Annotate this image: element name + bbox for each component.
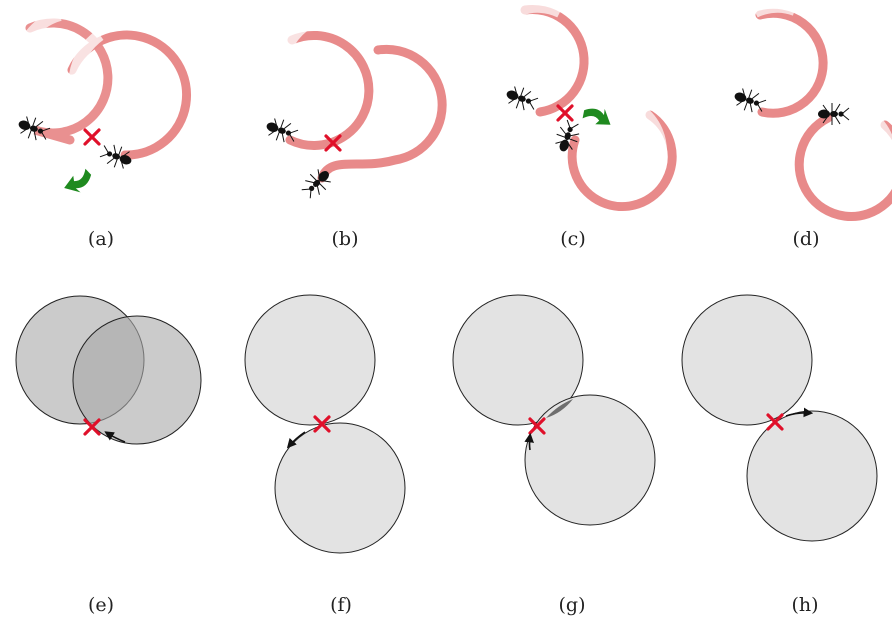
panel-f [244,294,406,554]
panel-label-b: (b) [332,228,359,250]
direction-arrow-icon [286,431,306,449]
disk [746,410,878,542]
rotate-arrow-icon [580,101,616,131]
disk [452,294,584,426]
cross-mark-icon [83,128,101,146]
panel-g [452,294,656,526]
ant-trail [285,30,374,150]
panel-a [14,9,192,199]
direction-arrow-icon [785,407,814,418]
cross-mark-icon [556,104,574,122]
ant-icon [502,82,541,115]
direction-arrow-icon [104,431,126,443]
panel-label-a: (a) [88,228,114,250]
panel-b [262,16,447,203]
disk [274,422,406,554]
ant-trail [25,18,113,145]
direction-arrow-icon [524,432,534,451]
ant-trail [794,113,892,221]
panel-label-c: (c) [560,228,585,250]
ant-trail [520,4,589,117]
rotate-arrow-icon [61,167,97,199]
panel-d [730,0,892,221]
panel-label-f: (f) [330,594,352,616]
disk [244,294,376,426]
panel-label-h: (h) [791,594,818,616]
ant-icon [551,117,584,156]
ant-trail [567,110,677,212]
panel-h [681,294,878,542]
panel-label-g: (g) [559,594,586,616]
overlap-region [546,399,573,418]
panel-label-e: (e) [88,594,114,616]
panel-c [502,0,677,212]
panel-label-d: (d) [793,228,820,250]
disk [681,294,813,426]
disk [72,315,202,445]
panel-e [15,295,202,445]
disk [524,394,656,526]
ant-trail [755,8,828,118]
ant-trail [317,44,447,183]
